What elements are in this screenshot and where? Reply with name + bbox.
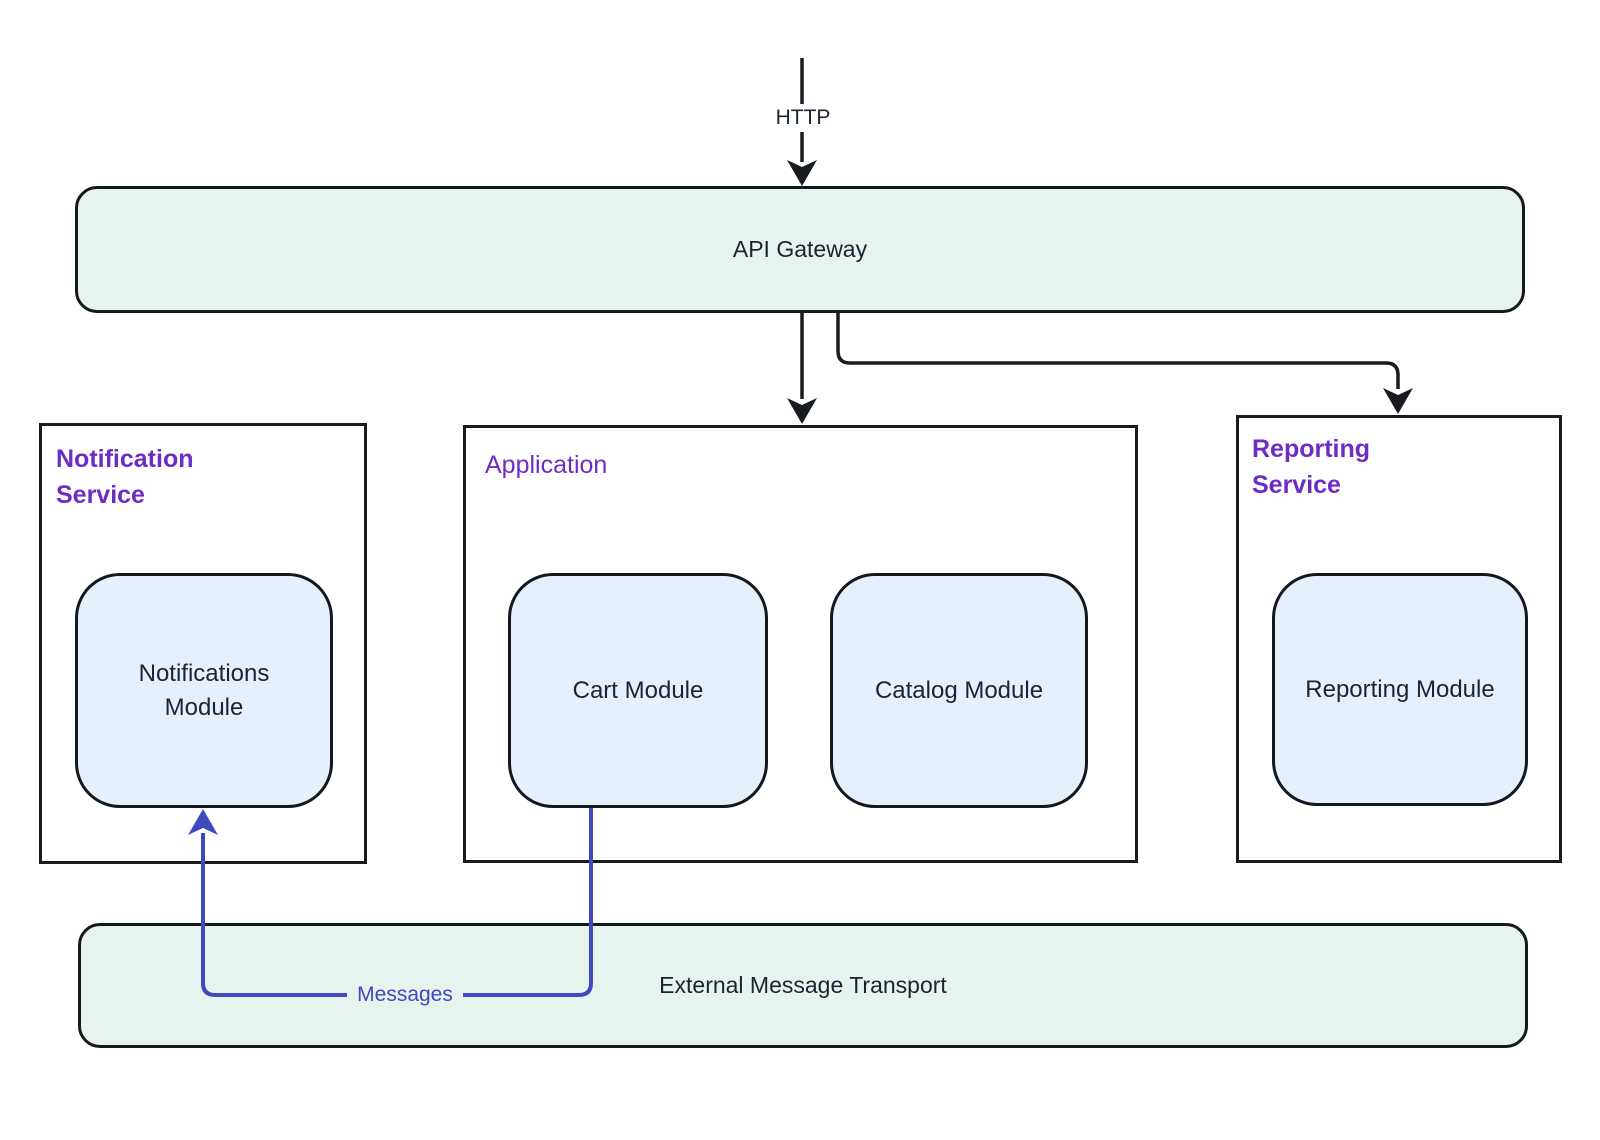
reporting-service-label: Reporting Service [1252,435,1371,499]
messages-edge-label-text: Messages [357,983,453,1006]
catalog-module-label: Catalog Module [874,676,1044,704]
cart-module-label: Cart Module [572,676,704,704]
cart-module-node: Cart Module [508,573,768,808]
notifications-module-label: Notifications Module [138,659,270,721]
notifications-module-node: Notifications Module [75,573,333,808]
application-label: Application [485,451,608,479]
http-arrowhead [787,160,817,186]
catalog-module-node: Catalog Module [830,573,1088,808]
api-gateway-label: API Gateway [732,236,868,262]
http-edge-label-text: HTTP [775,106,831,129]
notification-service-label: Notification Service [56,445,194,509]
gateway-to-reporting-arrowhead [1383,388,1413,414]
messages-edge-label: Messages [347,980,463,1010]
external-message-transport-label: External Message Transport [659,972,947,998]
gateway-to-application-arrowhead [787,398,817,424]
external-message-transport-node: External Message Transport [78,923,1528,1048]
http-edge-label: HTTP [763,104,843,132]
reporting-module-node: Reporting Module [1272,573,1528,806]
reporting-module-label: Reporting Module [1305,675,1495,703]
api-gateway-node: API Gateway [75,186,1525,313]
gateway-to-reporting-edge [836,313,1400,389]
